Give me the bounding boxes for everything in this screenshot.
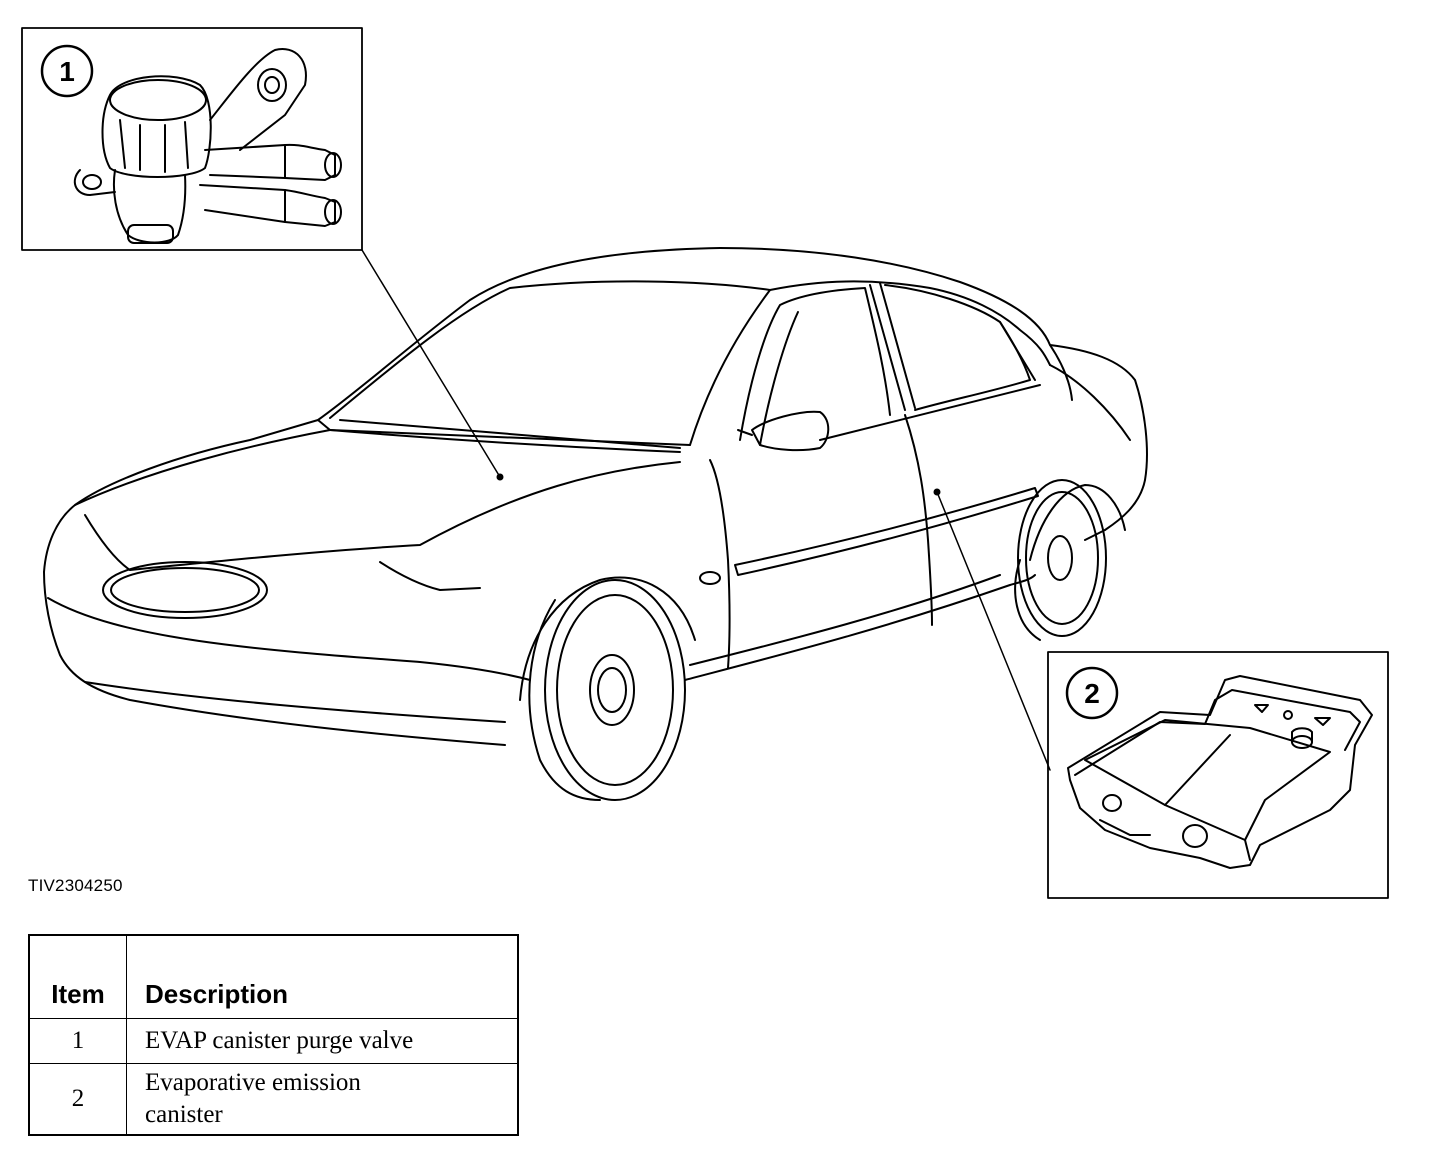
callout-1-number: 1	[59, 56, 75, 87]
legend-row: 1 EVAP canister purge valve	[28, 1018, 519, 1064]
legend-header-row: Item Description	[28, 934, 519, 1019]
legend-item-description: Evaporative emission canister	[126, 1063, 519, 1136]
legend-item-number: 2	[28, 1063, 127, 1136]
inset-evap-canister	[1047, 651, 1389, 899]
vehicle-diagram: 1 2	[21, 27, 1389, 899]
legend-table: Item Description 1 EVAP canister purge v…	[28, 934, 519, 1136]
leader-line-2	[936, 491, 1051, 771]
legend-row: 2 Evaporative emission canister	[28, 1063, 519, 1136]
car-illustration	[43, 247, 1148, 801]
legend-header-item: Item	[28, 934, 127, 1019]
figure-reference-code: TIV2304250	[28, 876, 123, 895]
leader-line-1	[361, 249, 501, 478]
legend-header-description: Description	[126, 934, 519, 1019]
legend-item-description: EVAP canister purge valve	[126, 1018, 519, 1064]
callout-2-number: 2	[1084, 678, 1100, 709]
legend-item-number: 1	[28, 1018, 127, 1064]
inset-purge-valve	[21, 27, 363, 251]
